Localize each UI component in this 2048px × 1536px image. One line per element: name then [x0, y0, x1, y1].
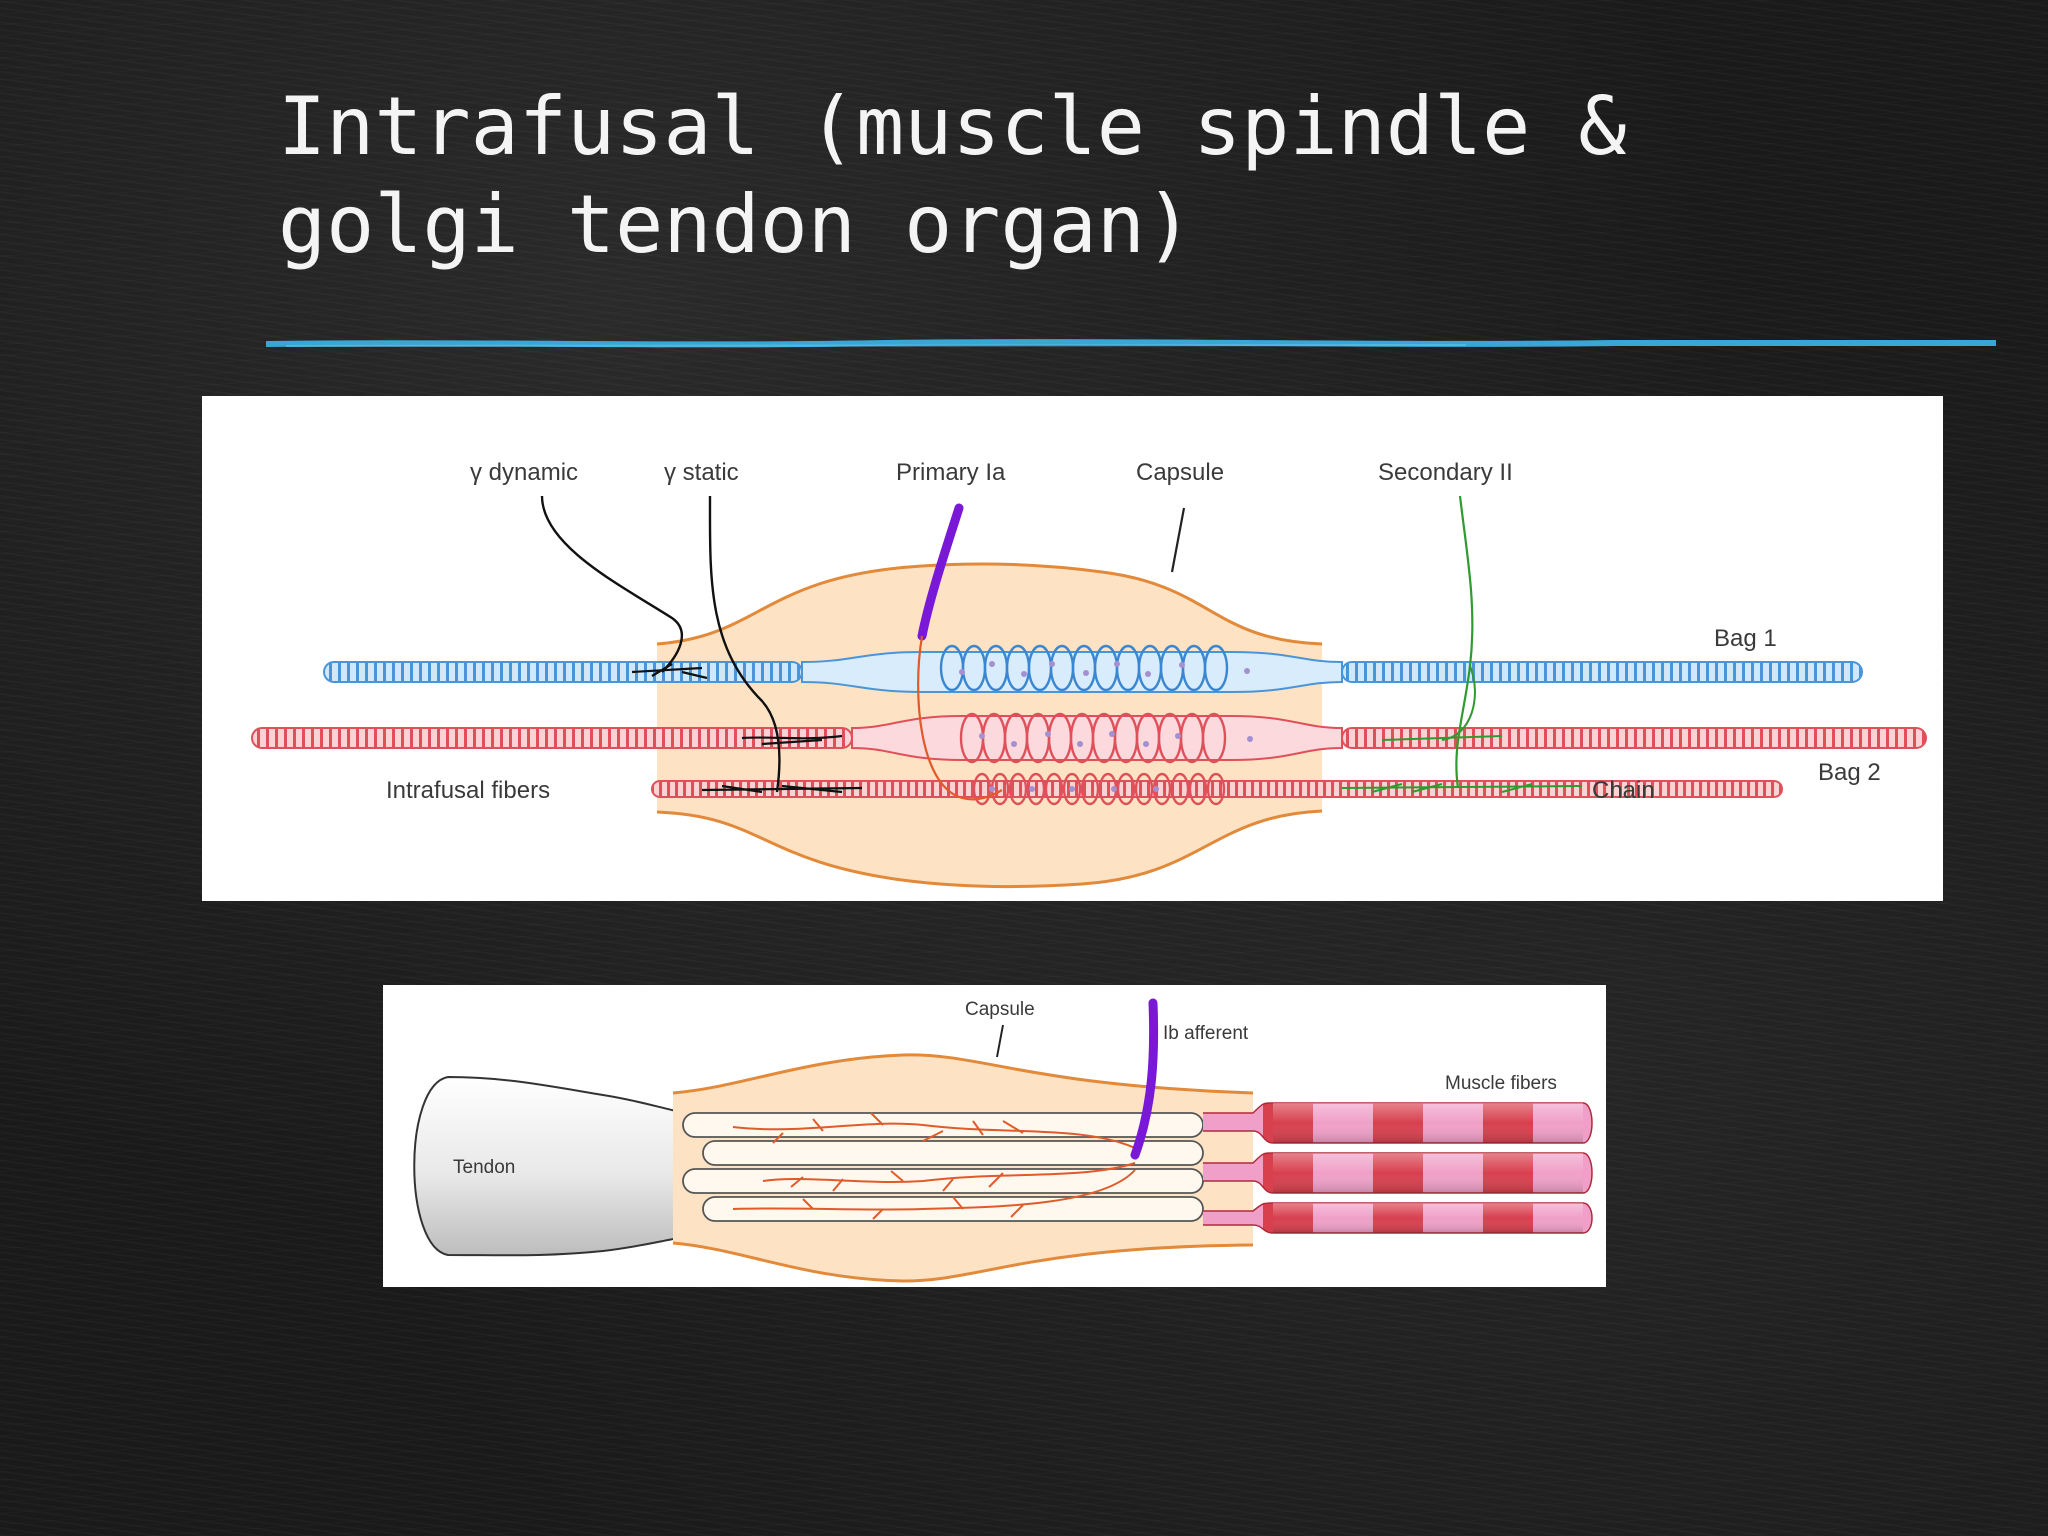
slide-title: Intrafusal (muscle spindle & golgi tendo… [278, 78, 1778, 274]
label-primary-ia: Primary Ia [896, 459, 1006, 486]
secondary-ii-axon [1455, 495, 1474, 789]
fiber-nuclei [959, 661, 1253, 792]
chain-fiber [651, 780, 1783, 798]
label-secondary-ii: Secondary II [1378, 459, 1513, 486]
title-line-1: Intrafusal (muscle spindle & [278, 80, 1627, 173]
golgi-tendon-organ-diagram: Capsule Ib afferent Muscle fibers Tendon [413, 998, 1593, 1283]
title-underline [266, 339, 1996, 348]
label-ib-afferent: Ib afferent [1163, 1023, 1249, 1044]
label-muscle-fibers: Muscle fibers [1445, 1073, 1557, 1094]
muscle-spindle-diagram: γ dynamic γ static Primary Ia Capsule Se… [251, 459, 1927, 889]
gamma-static-axon [708, 495, 781, 793]
muscle-spindle-figure: γ dynamic γ static Primary Ia Capsule Se… [202, 396, 1943, 901]
ib-afferent-axon [1130, 998, 1159, 1160]
label-bag2: Bag 2 [1818, 759, 1881, 786]
title-line-2: golgi tendon organ) [278, 178, 1194, 271]
ib-nerve-branches [732, 1112, 1136, 1220]
label-tendon: Tendon [453, 1157, 515, 1178]
gto-capsule [673, 1054, 1253, 1281]
tendon [413, 1075, 704, 1257]
label-gamma-static: γ static [664, 459, 739, 486]
label-chain: Chain [1592, 777, 1655, 804]
primary-ia-axon [917, 503, 964, 641]
label-intrafusal-fibers: Intrafusal fibers [386, 777, 550, 804]
label-gamma-dynamic: γ dynamic [470, 459, 578, 486]
golgi-tendon-organ-figure: Capsule Ib afferent Muscle fibers Tendon [383, 985, 1606, 1287]
label-gto-capsule: Capsule [965, 999, 1035, 1020]
bag2-fiber [251, 715, 1927, 761]
label-bag1: Bag 1 [1714, 625, 1777, 652]
muscle-fibers [1203, 1102, 1593, 1234]
gamma-dynamic-axon [540, 495, 684, 673]
label-capsule: Capsule [1136, 459, 1224, 486]
